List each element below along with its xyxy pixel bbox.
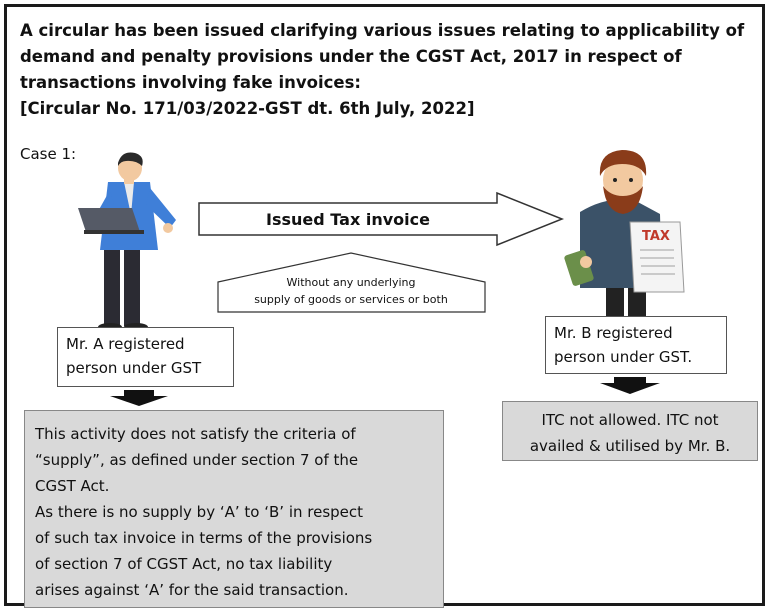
result-a-line: “supply”, as defined under section 7 of … <box>35 451 359 469</box>
person-b-illustration: TAX <box>564 150 685 316</box>
tax-sign-text: TAX <box>642 229 670 244</box>
heading-line-4: [Circular No. 171/03/2022-GST dt. 6th Ju… <box>20 99 475 118</box>
result-a-line: of such tax invoice in terms of the prov… <box>35 529 373 547</box>
heading-line-2: demand and penalty provisions under the … <box>20 47 682 66</box>
heading-line-1: A circular has been issued clarifying va… <box>20 21 745 40</box>
result-a-box: This activity does not satisfy the crite… <box>24 410 444 608</box>
down-arrow-b <box>600 377 660 394</box>
person-a-line-2: person under GST <box>66 359 202 377</box>
person-b-line-1: Mr. B registered <box>554 324 673 342</box>
result-a-line: of section 7 of CGST Act, no tax liabili… <box>35 555 333 573</box>
arrow-label: Issued Tax invoice <box>266 210 430 229</box>
note-line-1: Without any underlying <box>287 276 416 289</box>
person-b-box: Mr. B registered person under GST. <box>545 316 727 374</box>
note-line-2: supply of goods or services or both <box>254 293 448 306</box>
result-a-line: arises against ‘A’ for the said transact… <box>35 581 349 599</box>
result-a-line: This activity does not satisfy the crite… <box>35 425 356 443</box>
result-a-line: CGST Act. <box>35 477 110 495</box>
note-pentagon: Without any underlying supply of goods o… <box>217 252 486 313</box>
result-a-line: As there is no supply by ‘A’ to ‘B’ in r… <box>35 503 364 521</box>
heading: A circular has been issued clarifying va… <box>20 18 755 122</box>
issued-invoice-arrow: Issued Tax invoice <box>198 191 565 247</box>
heading-line-3: transactions involving fake invoices: <box>20 73 362 92</box>
result-b-box: ITC not allowed. ITC not availed & utili… <box>502 401 758 461</box>
person-a-illustration <box>78 152 176 331</box>
person-a-box: Mr. A registered person under GST <box>57 327 234 387</box>
result-b-line-2: availed & utilised by Mr. B. <box>529 437 731 455</box>
person-a-line-1: Mr. A registered <box>66 335 185 353</box>
result-b-line-1: ITC not allowed. ITC not <box>541 411 719 429</box>
person-b-line-2: person under GST. <box>554 348 693 366</box>
case-label: Case 1: <box>20 145 77 163</box>
down-arrow-a <box>110 390 168 406</box>
